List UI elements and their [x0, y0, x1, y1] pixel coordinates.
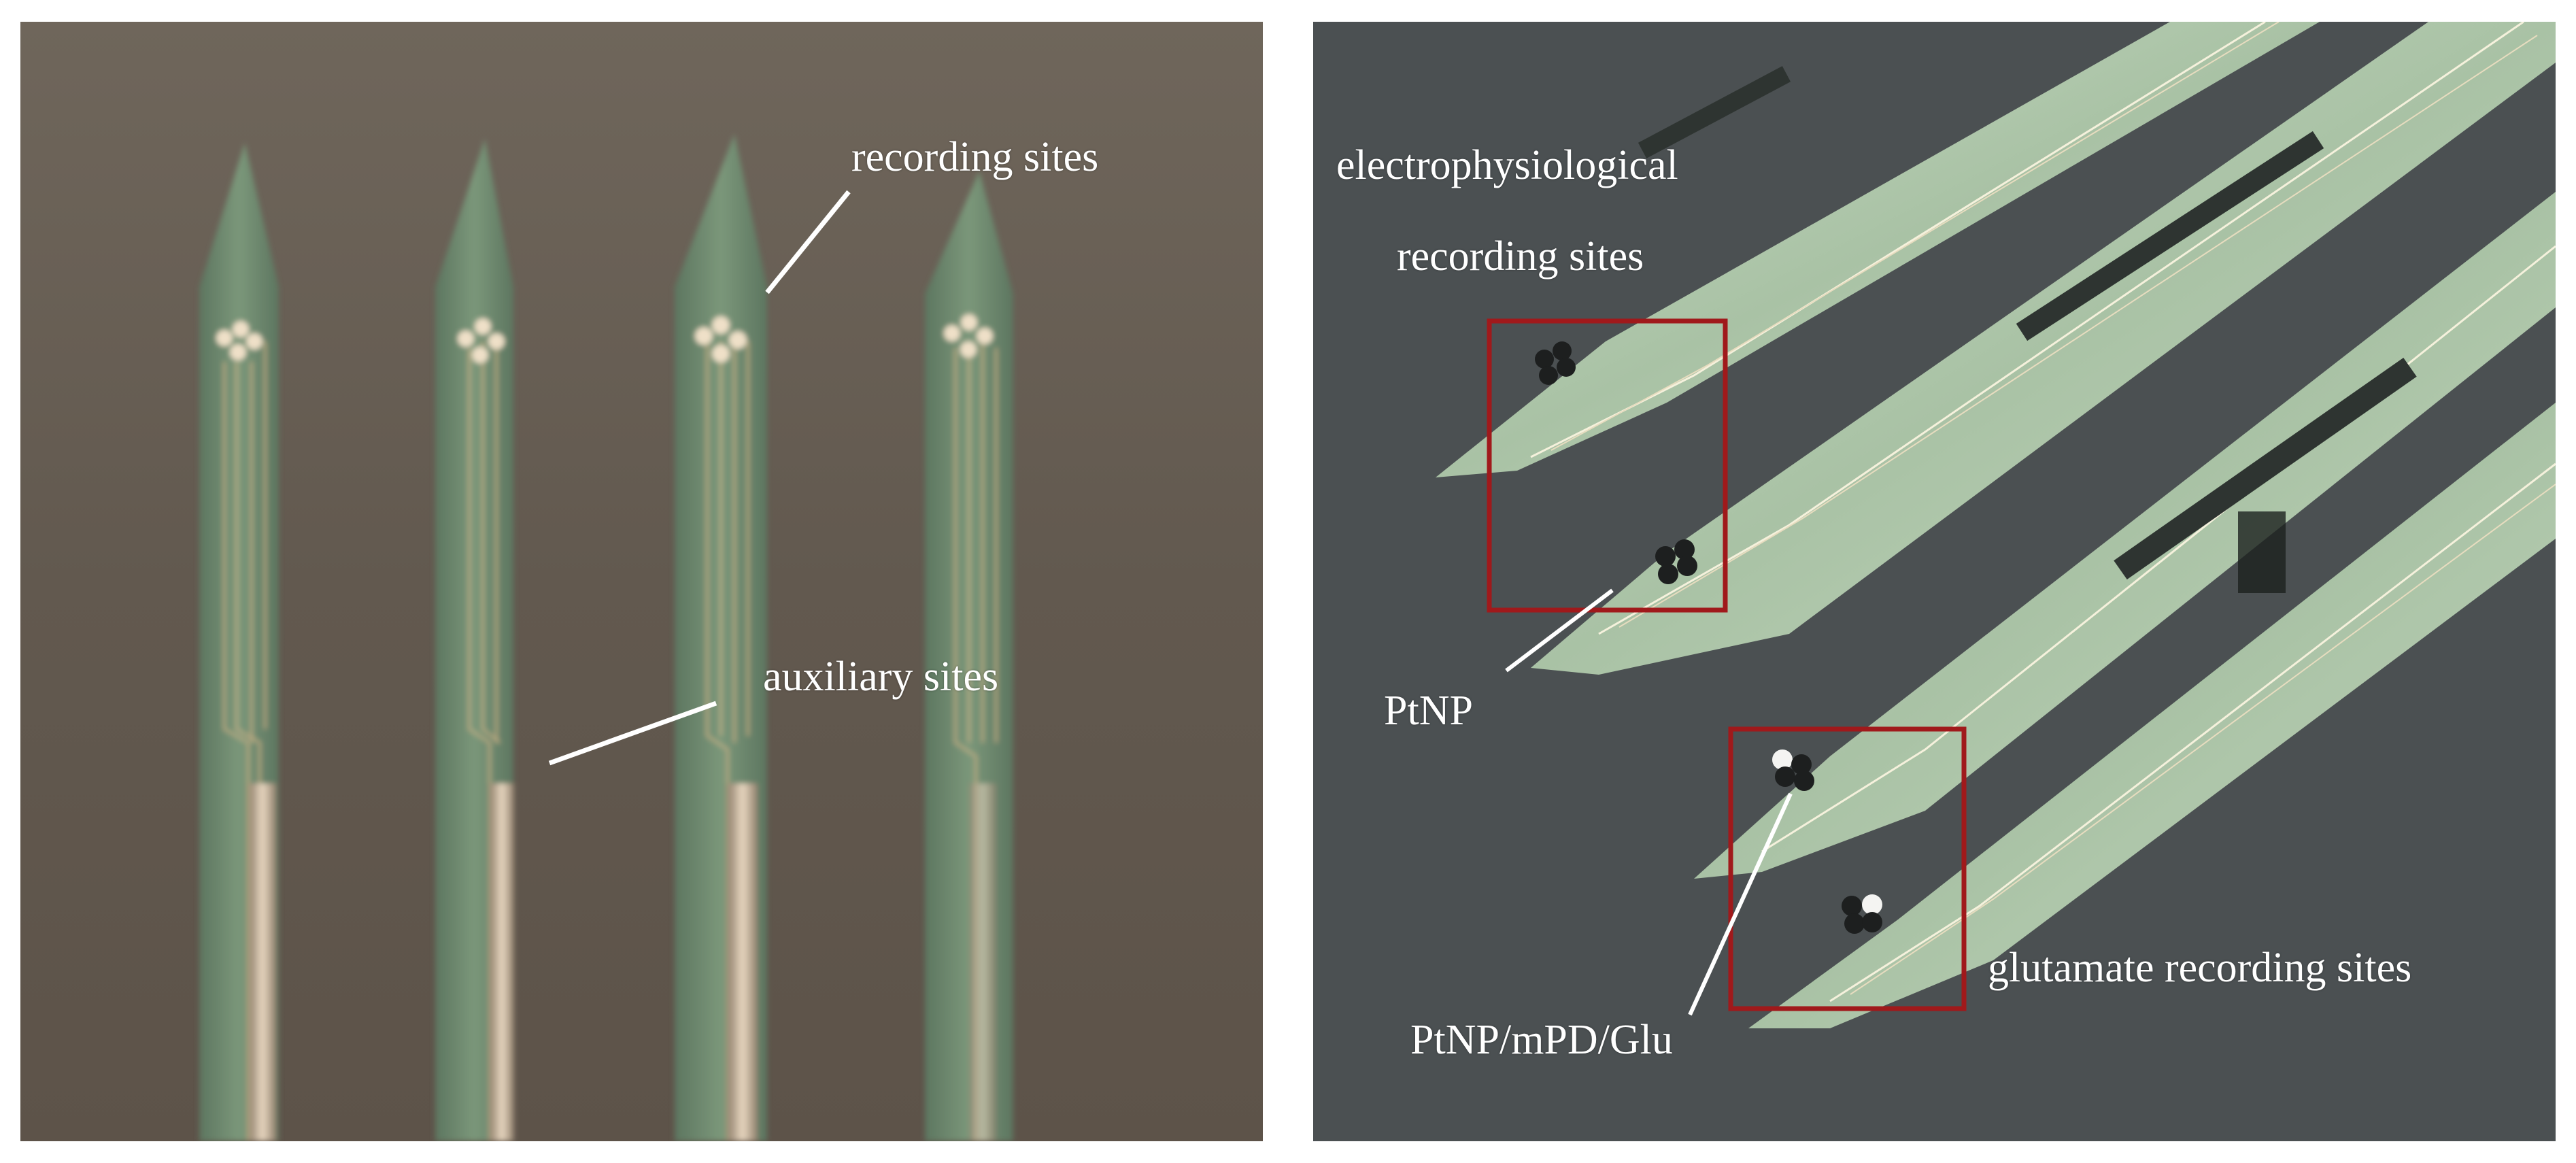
probe-shank [1436, 22, 2320, 477]
probe-shank [1694, 192, 2556, 879]
probe-shank [435, 139, 514, 1141]
left-micrograph-panel: recording sites auxiliary sites [20, 22, 1263, 1141]
left-micrograph [20, 22, 1263, 1141]
probe-shank [1531, 22, 2556, 675]
electrophysiological-sites-box [1487, 318, 1728, 613]
ptnp-label: PtNP [1384, 688, 1473, 734]
probe-shank [675, 134, 767, 1141]
electrophysiological-recording-sites [1535, 341, 1697, 584]
electrophysiological-label-line2: recording sites [1397, 233, 1644, 280]
glutamate-sites-box [1728, 726, 1967, 1011]
recording-sites-pointer [765, 190, 851, 294]
right-micrograph-panel: electrophysiological recording sites PtN… [1313, 22, 2556, 1141]
probe-shank [925, 171, 1013, 1141]
right-micrograph [1313, 22, 2556, 1141]
recording-sites-label: recording sites [851, 134, 1099, 180]
electrophysiological-label-line1: electrophysiological [1336, 142, 1678, 188]
probe-shank [1748, 403, 2556, 1028]
probe-shank [199, 143, 279, 1141]
ptnp-mpd-glu-label: PtNP/mPD/Glu [1410, 1017, 1673, 1063]
ptnp-pointer [1505, 588, 1614, 673]
glutamate-recording-sites-label: glutamate recording sites [1988, 945, 2412, 991]
auxiliary-sites-pointer [548, 701, 717, 766]
ptnp-mpd-glu-pointer [1688, 792, 1793, 1016]
auxiliary-sites-label: auxiliary sites [763, 654, 999, 700]
glutamate-recording-sites [1772, 749, 1882, 934]
